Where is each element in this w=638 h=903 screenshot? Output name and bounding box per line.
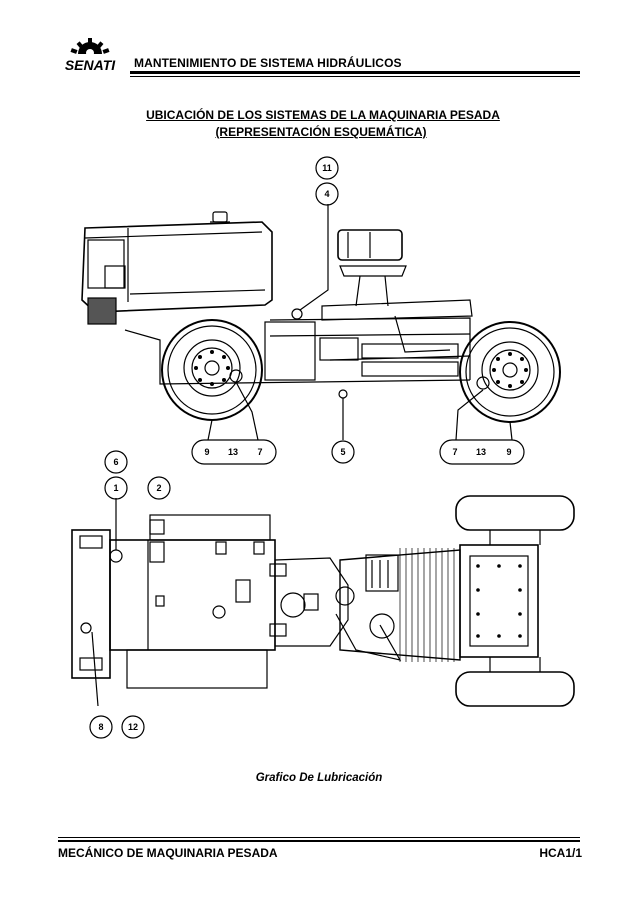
callout-12: 12 [128, 722, 138, 732]
callout-8: 8 [98, 722, 103, 732]
footer-rule-thin [58, 837, 580, 838]
footer-page-number: 1/1 [565, 846, 582, 860]
callout-5: 5 [340, 447, 345, 457]
callout-4: 4 [324, 189, 329, 199]
diagram-caption: Grafico De Lubricación [255, 772, 383, 784]
header-rule-thin [130, 76, 580, 77]
callout-13-right: 13 [476, 447, 486, 457]
footer-code: HCA [539, 846, 566, 860]
callout-11: 11 [322, 163, 332, 173]
svg-text:SENATI: SENATI [65, 57, 116, 73]
callout-2: 2 [156, 483, 161, 493]
callout-9-right: 9 [506, 447, 511, 457]
callout-13-left: 13 [228, 447, 238, 457]
side-callouts [191, 156, 525, 465]
footer-page-code: HCA1/1 [539, 846, 582, 860]
callout-7-left: 7 [257, 447, 262, 457]
side-view [81, 204, 561, 441]
page-header: SENATI MANTENIMIENTO DE SISTEMA HIDRÁULI… [58, 36, 580, 76]
top-callouts [89, 450, 171, 739]
header-title: MANTENIMIENTO DE SISTEMA HIDRÁULICOS [134, 56, 402, 70]
section-title-line1: UBICACIÓN DE LOS SISTEMAS DE LA MAQUINAR… [146, 108, 500, 122]
footer-rule [58, 840, 580, 842]
callout-7-right: 7 [452, 447, 457, 457]
footer-course-title: MECÁNICO DE MAQUINARIA PESADA [58, 846, 278, 860]
callout-6: 6 [113, 457, 118, 467]
callout-9-left: 9 [204, 447, 209, 457]
top-view [71, 495, 575, 707]
callout-numbers: 11 4 9 13 7 5 7 13 9 6 1 2 8 12 [98, 163, 511, 732]
callout-1: 1 [113, 483, 118, 493]
senati-logo: SENATI [65, 38, 116, 73]
header-rule [130, 71, 580, 74]
section-title-line2: (REPRESENTACIÓN ESQUEMÁTICA) [215, 125, 427, 139]
